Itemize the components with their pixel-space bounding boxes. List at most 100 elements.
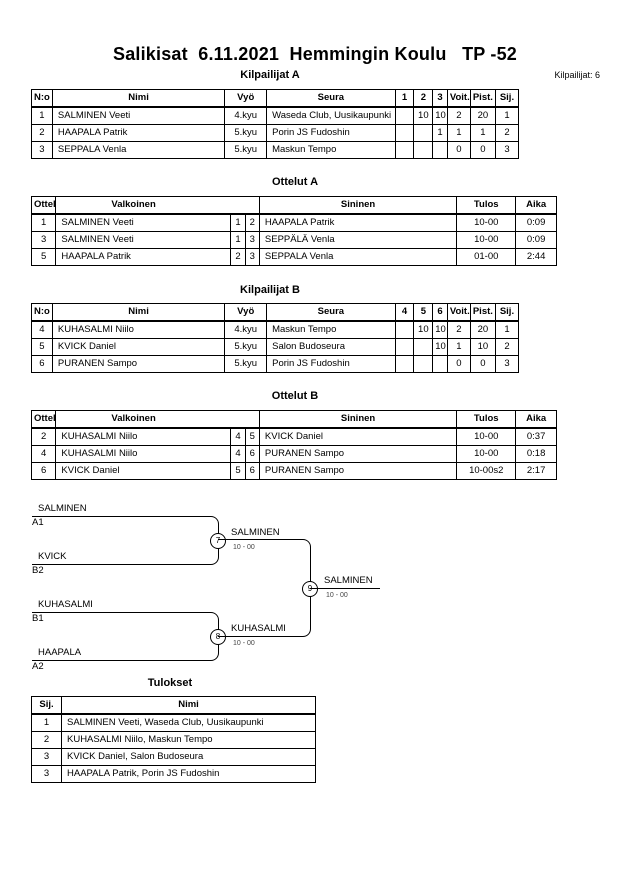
m8-winner: KUHASALMI [231, 623, 286, 634]
cell-bn: 3 [244, 248, 260, 266]
cell-wn: 4 [230, 427, 246, 446]
cell-time: 0:37 [515, 427, 557, 446]
cell-wn: 1 [230, 231, 246, 249]
cell-match: 6 [30, 462, 57, 480]
column-header: Nimi [51, 89, 226, 108]
match-9-node: 9 [302, 581, 318, 597]
cell-white: HAAPALA Patrik [55, 248, 232, 266]
cell-name: KUHASALMI Niilo, Maskun Tempo [61, 731, 316, 749]
cell-rank: 1 [494, 320, 520, 339]
cell-bn: 3 [244, 231, 260, 249]
group-b-heading: Kilpailijat B [240, 284, 300, 296]
cell-name: HAAPALA Patrik [51, 124, 226, 142]
column-header: Aika [515, 196, 557, 215]
bracket-entrant-4: HAAPALA [38, 647, 82, 658]
cell-rank: 3 [31, 765, 62, 783]
cell-blue: SEPPÄLÄ Venla [258, 231, 458, 249]
column-header: 6 [432, 303, 448, 322]
cell-no: 6 [31, 355, 53, 373]
cell-bn: 5 [244, 427, 260, 446]
column-header: 1 [394, 89, 415, 108]
cell-r3: 10 [432, 106, 448, 125]
cell-blue: KVICK Daniel [258, 427, 458, 446]
page-title: Salikisat 6.11.2021 Hemmingin Koulu TP -… [112, 44, 518, 64]
cell-no: 4 [31, 320, 53, 339]
column-header: Sininen [258, 410, 458, 429]
m8-score: 10 - 00 [233, 640, 255, 647]
cell-wn: 2 [230, 248, 246, 266]
cell-club: Porin JS Fudoshin [266, 124, 396, 142]
m7-winner: SALMINEN [231, 527, 280, 538]
column-header: Pist. [469, 89, 496, 108]
m7-score: 10 - 00 [233, 544, 255, 551]
matches-a-heading: Ottelut A [271, 176, 319, 188]
cell-r2: 10 [413, 106, 434, 125]
cell-result: 01-00 [456, 248, 517, 266]
column-header: Sij. [31, 696, 62, 715]
cell-no: 5 [31, 338, 53, 356]
cell-r2 [413, 141, 434, 159]
cell-no: 2 [31, 124, 53, 142]
column-header: Tulos [456, 410, 517, 429]
cell-name: HAAPALA Patrik, Porin JS Fudoshin [61, 765, 316, 783]
column-header: 5 [413, 303, 434, 322]
cell-name: SALMINEN Veeti, Waseda Club, Uusikaupunk… [61, 713, 316, 732]
cell-time: 2:17 [515, 462, 557, 480]
cell-r2 [413, 355, 434, 373]
cell-time: 0:09 [515, 231, 557, 249]
bracket-entrant-2: KVICK [38, 551, 67, 562]
column-header: N:o [31, 89, 53, 108]
cell-r3 [432, 141, 448, 159]
cell-rank: 1 [494, 106, 520, 125]
cell-r2: 10 [413, 320, 434, 339]
final-winner: SALMINEN [324, 575, 373, 586]
cell-club: Waseda Club, Uusikaupunki [266, 106, 396, 125]
cell-name: PURANEN Sampo [51, 355, 226, 373]
cell-wins: 1 [446, 124, 471, 142]
cell-rank: 1 [31, 713, 62, 732]
cell-points: 20 [469, 320, 496, 339]
matches-b-body: OtteluValkoinenSininenTulosAika2KUHASALM… [30, 410, 557, 480]
cell-belt: 5.kyu [224, 338, 268, 356]
bracket-entrant-3: KUHASALMI [38, 599, 93, 610]
cell-match: 2 [30, 427, 57, 446]
cell-wins: 1 [446, 338, 471, 356]
cell-r1 [394, 355, 415, 373]
column-header: Sij. [494, 89, 520, 108]
bracket-line-m7 [32, 516, 219, 565]
cell-club: Porin JS Fudoshin [266, 355, 396, 373]
cell-points: 1 [469, 124, 496, 142]
cell-rank: 2 [494, 338, 520, 356]
cell-club: Salon Budoseura [266, 338, 396, 356]
bracket-entrant-1: SALMINEN [38, 503, 87, 514]
column-header: Pist. [469, 303, 496, 322]
cell-white: KVICK Daniel [55, 462, 232, 480]
cell-rank: 3 [494, 141, 520, 159]
column-header: Ottelu [30, 196, 57, 215]
participant-count: Kilpailijat: 6 [554, 70, 600, 80]
matches-a-body: OtteluValkoinenSininenTulosAika1SALMINEN… [30, 196, 557, 266]
cell-rank: 3 [494, 355, 520, 373]
cell-match: 4 [30, 445, 57, 463]
cell-r1 [394, 320, 415, 339]
column-header: 2 [413, 89, 434, 108]
column-header: Tulos [456, 196, 517, 215]
column-header: Voit. [446, 303, 471, 322]
cell-result: 10-00s2 [456, 462, 517, 480]
cell-rank: 2 [494, 124, 520, 142]
matches-b-heading: Ottelut B [271, 390, 319, 402]
cell-time: 0:09 [515, 213, 557, 232]
bracket-seed-2: B2 [32, 565, 44, 576]
